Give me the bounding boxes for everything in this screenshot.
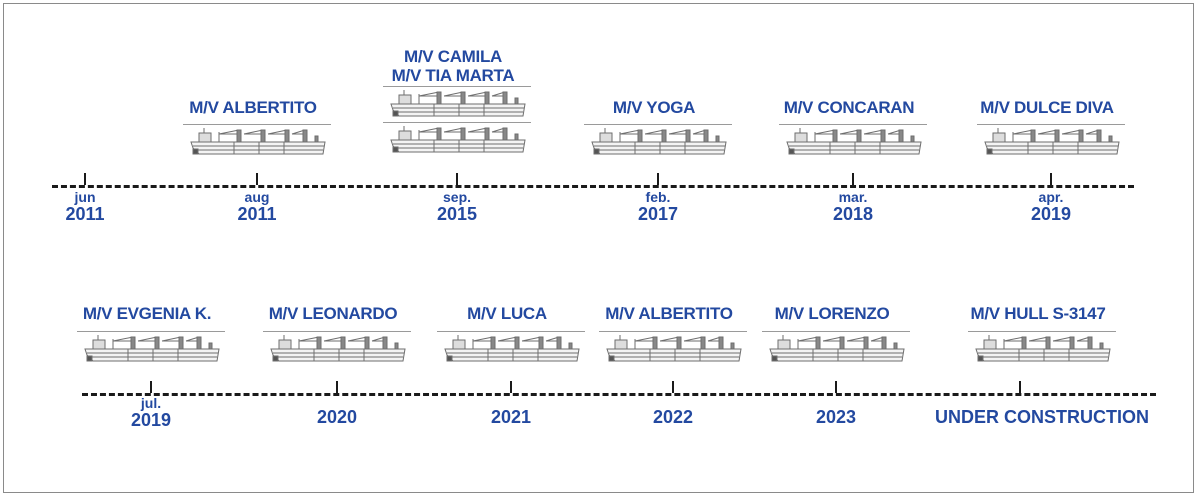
event-month: jul.	[140, 395, 162, 411]
ship-name: M/V ALBERTITO	[189, 98, 317, 117]
ship-name: M/V LUCA	[467, 304, 547, 323]
ship-icon	[785, 128, 925, 158]
ship-divider-line	[968, 331, 1116, 332]
event-month: jun	[74, 189, 96, 205]
timeline-tick	[336, 381, 338, 393]
ship-icon	[590, 128, 730, 158]
ship-icon	[605, 335, 745, 365]
timeline-tick	[84, 173, 86, 185]
timeline-tick	[256, 173, 258, 185]
ship-name: M/V YOGA	[612, 98, 696, 117]
ship-name: M/V TIA MARTA	[391, 66, 515, 85]
ship-divider-line	[762, 331, 910, 332]
ship-icon	[83, 335, 223, 365]
timeline-tick	[835, 381, 837, 393]
event-year: 2023	[815, 407, 857, 427]
ship-icon	[768, 335, 908, 365]
event-year: UNDER CONSTRUCTION	[935, 407, 1149, 427]
timeline-tick	[852, 173, 854, 185]
ship-name: M/V CAMILA	[403, 47, 503, 66]
event-year: 2022	[652, 407, 694, 427]
event-year: 2017	[637, 204, 679, 224]
ship-icon	[389, 90, 529, 120]
ship-divider-line	[383, 86, 531, 87]
ship-divider-line	[977, 124, 1125, 125]
timeline-tick	[510, 381, 512, 393]
ship-divider-line	[183, 124, 331, 125]
event-year: 2020	[316, 407, 358, 427]
ship-icon	[189, 128, 329, 158]
top-timeline-axis	[52, 185, 1134, 188]
timeline-tick	[657, 173, 659, 185]
ship-name: M/V CONCARAN	[783, 98, 915, 117]
ship-icon	[443, 335, 583, 365]
ship-name: M/V LEONARDO	[268, 304, 398, 323]
timeline-tick	[150, 381, 152, 393]
event-month: mar.	[838, 189, 868, 205]
bottom-timeline-axis	[82, 393, 1156, 396]
event-month: sep.	[442, 189, 472, 205]
event-year: 2019	[130, 410, 172, 430]
timeline-tick	[456, 173, 458, 185]
ship-name: M/V DULCE DIVA	[980, 98, 1114, 117]
event-month: feb.	[645, 189, 671, 205]
event-year: 2011	[237, 204, 277, 224]
ship-name: M/V ALBERTITO	[605, 304, 733, 323]
ship-icon	[974, 335, 1114, 365]
event-year: 2011	[65, 204, 105, 224]
ship-divider-line	[779, 124, 927, 125]
timeline-tick	[1050, 173, 1052, 185]
ship-icon	[389, 126, 529, 156]
ship-name: M/V LORENZO	[774, 304, 890, 323]
ship-icon	[269, 335, 409, 365]
timeline-tick	[672, 381, 674, 393]
event-year: 2021	[490, 407, 532, 427]
ship-name: M/V EVGENIA K.	[82, 304, 212, 323]
timeline-tick	[1019, 381, 1021, 393]
ship-icon	[983, 128, 1123, 158]
ship-divider-line	[584, 124, 732, 125]
event-month: apr.	[1038, 189, 1064, 205]
ship-divider-line	[599, 331, 747, 332]
ship-divider-line	[263, 331, 411, 332]
event-year: 2018	[832, 204, 874, 224]
ship-divider-line	[437, 331, 585, 332]
ship-divider-line	[383, 122, 531, 123]
frame-border	[3, 3, 1194, 493]
event-year: 2019	[1030, 204, 1072, 224]
ship-divider-line	[77, 331, 225, 332]
event-year: 2015	[436, 204, 478, 224]
ship-name: M/V HULL S-3147	[970, 304, 1106, 323]
event-month: aug	[244, 189, 270, 205]
